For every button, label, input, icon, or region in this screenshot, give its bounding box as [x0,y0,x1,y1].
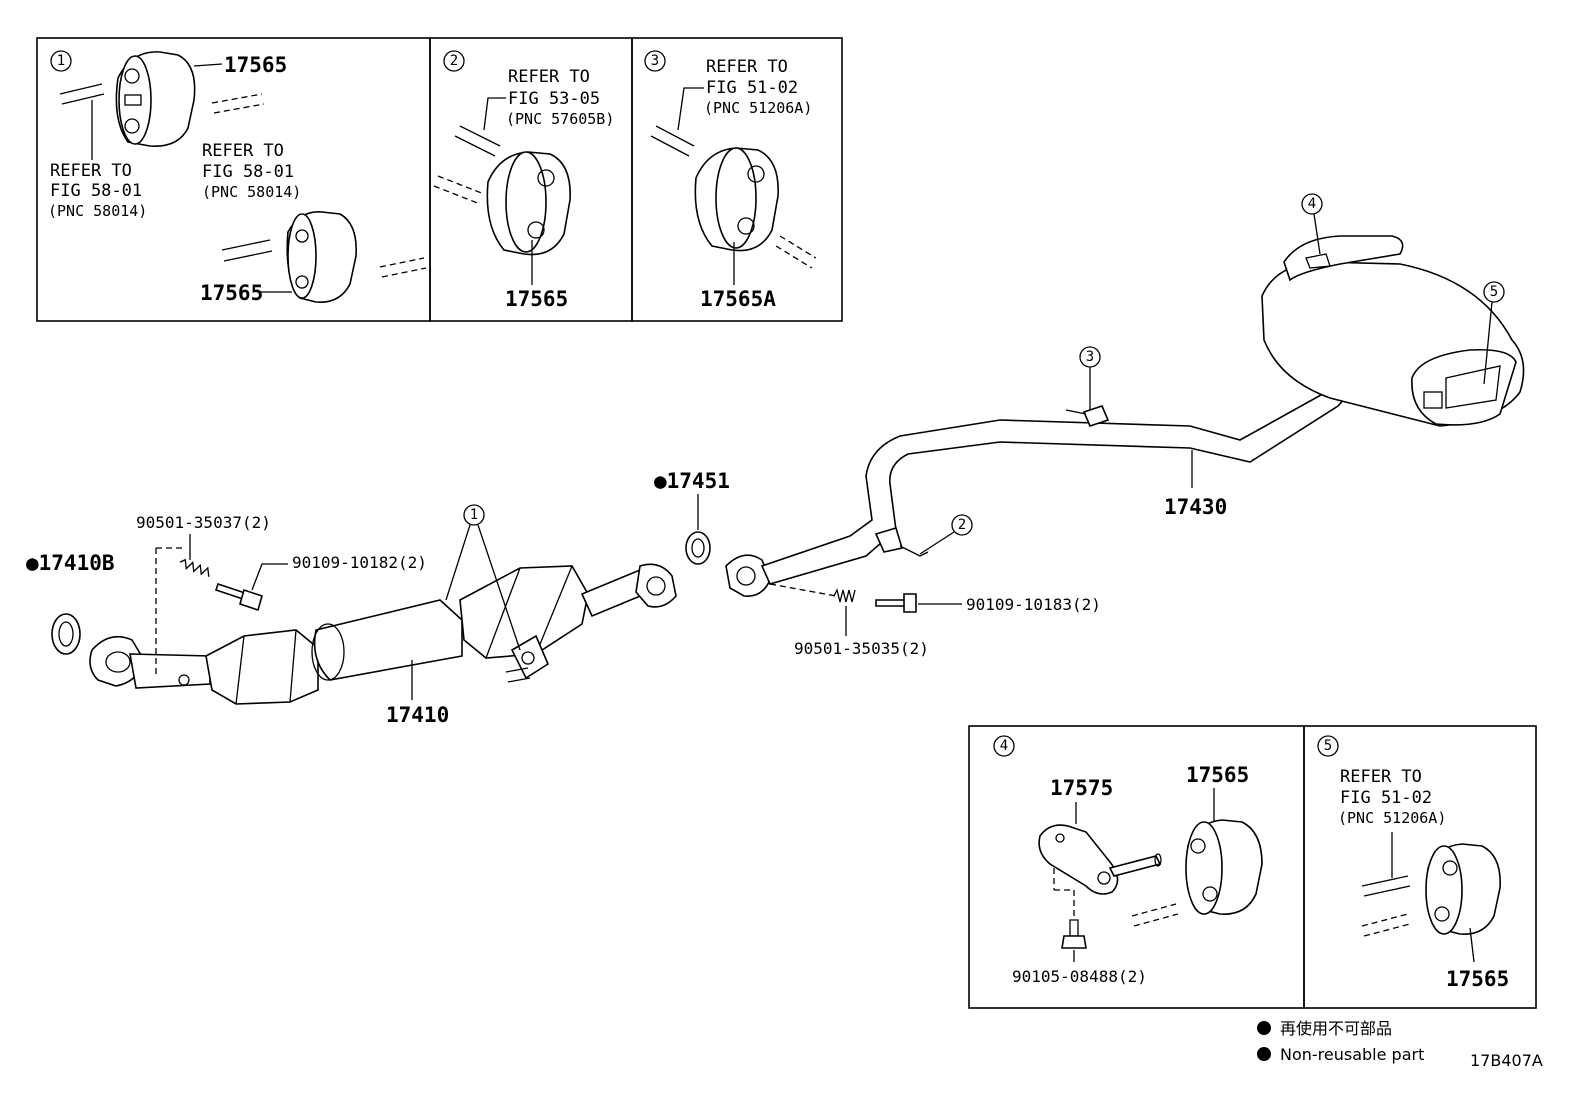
callout-5-box: 5 [1324,738,1332,754]
ref-b-line1: REFER TO [202,141,284,161]
part-number-17565-b5: 17565 [1446,967,1509,991]
callout-5-main: 5 [1490,284,1498,300]
ref-b-line2: FIG 58-01 [202,162,294,182]
part-number-90501-35035: 90501-35035(2) [794,639,929,658]
callout-1-main: 1 [470,507,478,523]
ref-a-line3: (PNC 58014) [48,202,147,220]
ref-a-line1: REFER TO [50,161,132,181]
callout-2-box: 2 [450,53,458,69]
tail-pipe-assembly: 17430 3 2 4 5 90501-35035(2) 90109-10183… [725,193,1525,658]
ref-b-line3: (PNC 58014) [202,183,301,201]
mid-gasket-group: ●17451 [654,469,730,565]
ref-b3-line1: REFER TO [706,57,788,77]
insulator-top [59,51,265,147]
callout-1: 1 [57,53,65,69]
legend: 再使用不可部品 Non-reusable part 17B407A [1257,1019,1543,1070]
inset-box-2: 2 REFER TO FIG 53-05 (PNC 57605B) 17565 [429,37,633,322]
front-pipe-assembly: ●17410B 17410 1 [26,504,677,727]
inset-box-1: 1 17565 REFER TO FIG 58-01 (PNC 58014) R… [36,37,431,322]
callout-4-box: 4 [1000,738,1008,754]
legend-en: Non-reusable part [1280,1045,1424,1064]
part-number-17451: ●17451 [654,469,730,493]
figure-code: 17B407A [1470,1051,1543,1070]
legend-jp: 再使用不可部品 [1280,1019,1392,1038]
ref-a-line2: FIG 58-01 [50,181,142,201]
inset-box-4: 4 17575 17565 90105-08488(2) [968,725,1305,1009]
non-reusable-dot-icon [1257,1047,1271,1061]
part-number-17410B: ●17410B [26,551,115,575]
part-number-17575: 17575 [1050,776,1113,800]
ref-b5-line1: REFER TO [1340,767,1422,787]
callout-3-box: 3 [651,53,659,69]
inset-box-3: 3 REFER TO FIG 51-02 (PNC 51206A) 17565A [631,37,843,322]
part-number-17410: 17410 [386,703,449,727]
gasket-17410B [51,613,81,655]
callout-4-main: 4 [1308,196,1316,212]
part-number-17565A: 17565A [700,287,776,311]
callout-2-main: 2 [958,517,966,533]
callout-3-main: 3 [1086,349,1094,365]
insulator-bottom [221,211,427,303]
ref-b3-line3: (PNC 51206A) [704,99,812,117]
ref-b5-line2: FIG 51-02 [1340,788,1432,808]
ref-b3-line2: FIG 51-02 [706,78,798,98]
gasket-17451 [685,531,711,565]
part-number-90105-08488: 90105-08488(2) [1012,967,1147,986]
ref-b5-line3: (PNC 51206A) [1338,809,1446,827]
ref-b2-line2: FIG 53-05 [508,89,600,109]
part-number-17565-bottom: 17565 [200,281,263,305]
part-number-17565-b4: 17565 [1186,763,1249,787]
part-number-17565-b2: 17565 [505,287,568,311]
ref-b2-line1: REFER TO [508,67,590,87]
part-number-90109-10182: 90109-10182(2) [292,553,427,572]
part-number-17565-top: 17565 [224,53,287,77]
part-number-90501-35037: 90501-35037(2) [136,513,271,532]
part-number-90109-10183: 90109-10183(2) [966,595,1101,614]
ref-b2-line3: (PNC 57605B) [506,110,614,128]
non-reusable-dot-icon [1257,1021,1271,1035]
part-number-17430: 17430 [1164,495,1227,519]
inset-box-5: 5 REFER TO FIG 51-02 (PNC 51206A) 17565 [1303,725,1537,1009]
